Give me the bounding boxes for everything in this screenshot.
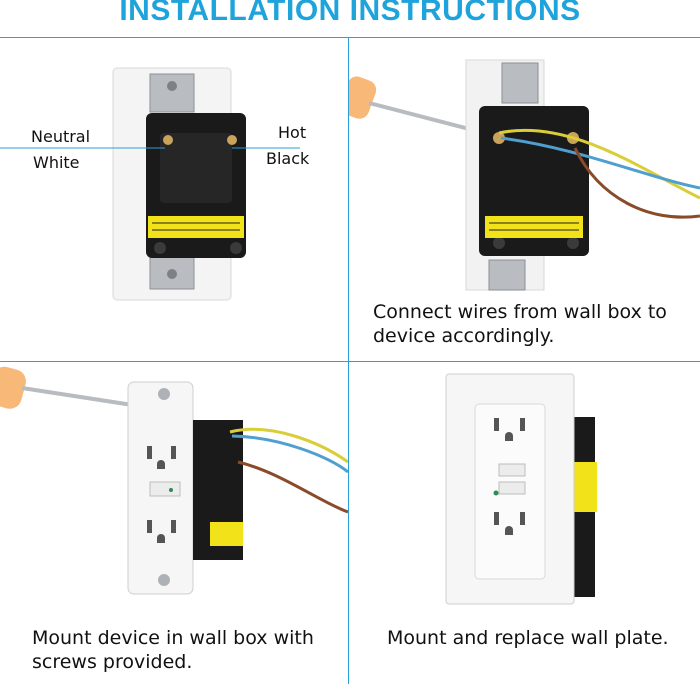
panel-wiring-labels: Neutral White Hot Black [0, 38, 348, 361]
horizontal-divider-middle [0, 361, 700, 362]
panel-mount-device: Mount device in wall box with screws pro… [0, 362, 348, 684]
mount-device-caption-line-1: Mount device in wall box with [32, 627, 314, 649]
neutral-label: Neutral [31, 127, 91, 146]
hot-label: Hot [278, 123, 307, 142]
panel-mount-plate: Mount and replace wall plate. [349, 362, 700, 684]
device-back-illustration [0, 67, 300, 301]
connect-caption-line-1: Connect wires from wall box to [373, 301, 667, 323]
mount-plate-illustration [445, 373, 597, 605]
connect-caption-line-2: device accordingly. [373, 325, 555, 347]
mount-device-illustration [0, 366, 348, 595]
black-label: Black [266, 149, 310, 168]
panel-connect: Connect wires from wall box to device ac… [349, 38, 700, 361]
vertical-divider [348, 37, 349, 684]
mount-device-caption-line-2: screws provided. [32, 651, 193, 673]
white-label: White [33, 153, 80, 172]
page-title: INSTALLATION INSTRUCTIONS [119, 0, 581, 27]
connect-wires-illustration [349, 59, 700, 291]
horizontal-divider-top [0, 37, 700, 38]
mount-plate-caption: Mount and replace wall plate. [387, 627, 669, 649]
